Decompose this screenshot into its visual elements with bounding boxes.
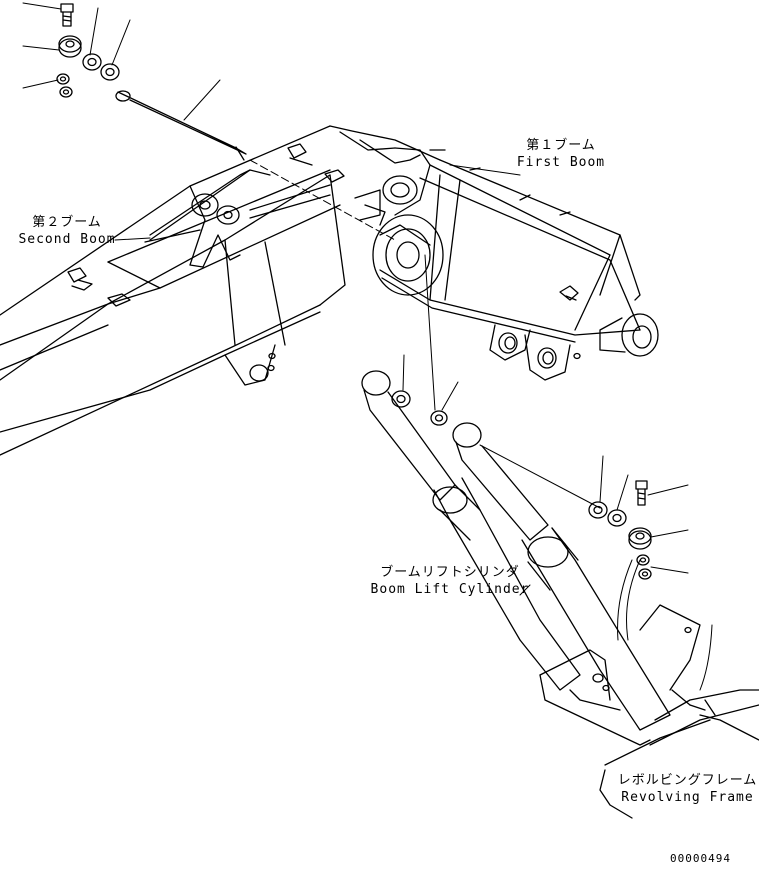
first-boom-label-jp: 第１ブーム [526,138,596,153]
pin-centerline [249,159,396,241]
label-leaders [114,164,531,596]
second-boom-label-en: Second Boom [18,232,116,247]
lower-bolt [635,480,648,506]
boom-bracket [144,169,331,268]
cylinder-label-en: Boom Lift Cylinder [370,582,530,597]
revolving-frame [539,604,759,819]
first-boom-label-en: First Boom [516,155,606,170]
boom-lift-cylinder-left [361,370,581,691]
boom-tip [599,313,659,357]
drawing-number: 00000494 [670,852,731,865]
lower-leaders [402,354,689,574]
frame-label-jp: レボルビングフレーム [617,773,758,788]
lower-small-nuts [636,554,652,580]
upper-nut [58,35,82,58]
cylinder-washers [391,390,448,426]
upper-leaders [22,2,221,121]
cylinder-mount-lugs [489,324,581,381]
hydraulic-hoses [617,559,713,691]
lower-nut [628,527,652,550]
upper-small-nuts [56,73,73,98]
second-boom-label-jp: 第２ブーム [32,215,102,230]
cylinder-pin-axis [479,444,601,509]
first-boom-pivot [354,147,444,296]
boom-pin [115,90,247,161]
lower-washers [588,501,627,527]
hose-clamps [67,143,345,307]
boom-lift-cylinder-right [452,422,671,731]
upper-washers [82,53,120,81]
frame-label-en: Revolving Frame [621,790,754,805]
upper-bolt [60,3,74,27]
cylinder-label-jp: ブームリフトシリンダ [380,565,520,580]
pin-centerline-lower [424,254,436,411]
second-boom [0,125,346,456]
